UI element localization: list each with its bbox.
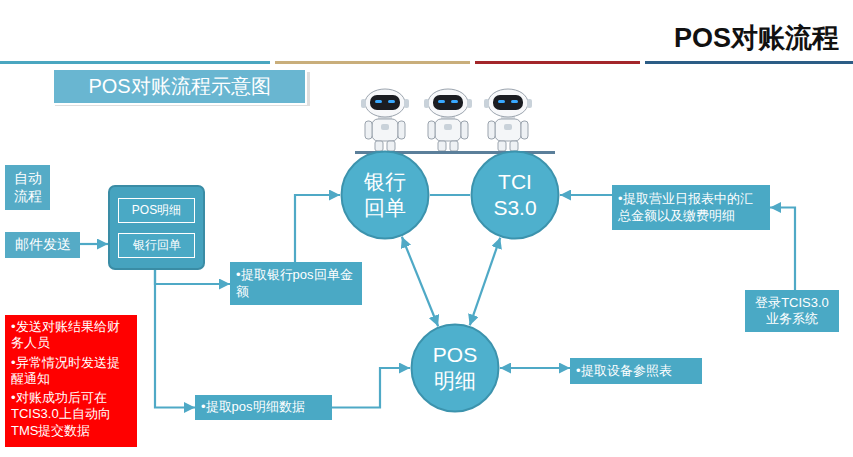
circle-shape <box>412 325 499 412</box>
node-label: 银行回单 <box>357 169 413 222</box>
connector <box>470 238 501 326</box>
connector <box>560 194 612 196</box>
node-label: •提取银行pos回单金额 <box>236 267 356 300</box>
process-box: •提取营业日报表中的汇总金额以及缴费明细 <box>612 185 770 230</box>
subtitle-box: POS对账流程示意图 <box>52 68 307 105</box>
node-label: 邮件发送 <box>15 236 71 254</box>
process-box: 登录TCIS3.0业务系统 <box>745 290 839 332</box>
node-label: •异常情况时发送提醒通知 <box>11 355 131 388</box>
node-label: •发送对账结果给财务人员 <box>11 319 131 352</box>
container-box: POS明细银行回单 <box>108 185 205 270</box>
process-box: •提取设备参照表 <box>570 358 702 384</box>
connector <box>155 270 230 284</box>
connector <box>332 368 410 408</box>
connector <box>402 237 438 327</box>
node-label: •提取pos明细数据 <box>201 399 305 415</box>
node-label: POS明细 <box>132 203 181 218</box>
process-box: 银行回单 <box>118 233 195 258</box>
node-label: TCI S3.0 <box>487 169 543 222</box>
node-label: •对账成功后可在TCIS3.0上自动向TMS提交数据 <box>11 390 131 439</box>
node-label: POS明细 <box>427 342 483 395</box>
connector <box>155 270 195 408</box>
process-box: 自动流程 <box>5 165 50 210</box>
node-label: POS对账流程示意图 <box>88 74 270 99</box>
node-label: •提取设备参照表 <box>576 363 672 379</box>
connector <box>80 243 108 245</box>
process-box: 邮件发送 <box>5 232 80 258</box>
process-circle: 银行回单 <box>340 150 430 240</box>
node-label: 登录TCIS3.0业务系统 <box>751 295 833 328</box>
node-label: 银行回单 <box>133 238 181 253</box>
circle-shape <box>472 152 559 239</box>
process-circle: TCI S3.0 <box>470 150 560 240</box>
connector <box>500 367 570 369</box>
circle-outline <box>340 150 430 240</box>
connector <box>430 194 470 196</box>
circle-outline <box>410 323 500 413</box>
process-box: •提取pos明细数据 <box>195 395 332 420</box>
circle-outline <box>470 150 560 240</box>
circle-shape <box>342 152 429 239</box>
process-box: POS明细 <box>118 198 195 223</box>
connector <box>295 195 340 262</box>
node-label: •提取营业日报表中的汇总金额以及缴费明细 <box>618 191 764 224</box>
node-label: 自动流程 <box>11 170 44 205</box>
process-circle: POS明细 <box>410 323 500 413</box>
page-title: POS对账流程 <box>674 20 839 56</box>
note-box: •发送对账结果给财务人员•异常情况时发送提醒通知•对账成功后可在TCIS3.0上… <box>5 315 137 447</box>
process-box: •提取银行pos回单金额 <box>230 262 362 305</box>
connector <box>770 208 795 291</box>
